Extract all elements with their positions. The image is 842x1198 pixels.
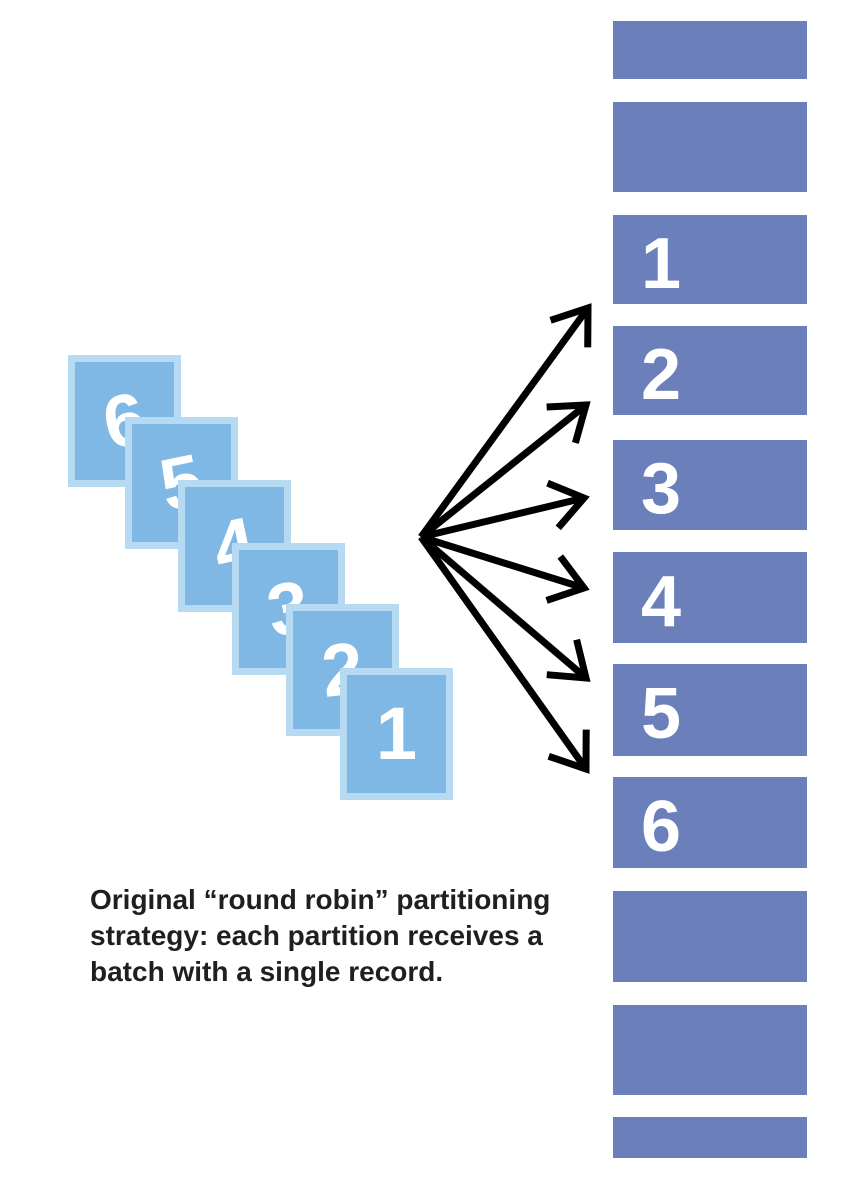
caption: Original “round robin” partitioning stra… — [90, 882, 550, 990]
caption-line-1: Original “round robin” partitioning — [90, 884, 551, 915]
partition-rect-blank-bottom-1 — [613, 891, 807, 982]
partition-rect-6: 6 — [613, 777, 807, 868]
arrow-to-partition-4 — [419, 533, 590, 604]
partition-label: 5 — [641, 674, 682, 754]
arrow-to-partition-1 — [418, 303, 592, 540]
partition-rect-1: 1 — [613, 215, 807, 304]
record-number: 1 — [375, 692, 418, 775]
caption-line-2: strategy: each partition receives a — [90, 920, 543, 951]
partition-rect-4: 4 — [613, 552, 807, 643]
partition-rect-3: 3 — [613, 440, 807, 530]
caption-line-3: batch with a single record. — [90, 956, 444, 987]
partition-rect-blank-top-1 — [613, 21, 807, 79]
arrow-to-partition-2 — [418, 401, 591, 540]
partition-label: 3 — [641, 449, 682, 529]
partition-rect-blank-top-2 — [613, 102, 807, 192]
partition-rect-blank-bottom-3 — [613, 1117, 807, 1158]
partition-label: 6 — [641, 786, 682, 867]
arrow-to-partition-3 — [420, 479, 590, 541]
partition-rect-blank-bottom-2 — [613, 1005, 807, 1095]
partition-label: 2 — [641, 334, 682, 415]
partition-rect-2: 2 — [613, 326, 807, 415]
partition-rect-5: 5 — [613, 664, 807, 756]
arrow-to-partition-5 — [418, 534, 591, 682]
record-square-1: 1 — [340, 668, 453, 800]
partition-label: 4 — [641, 561, 682, 642]
partition-label: 1 — [641, 223, 682, 304]
